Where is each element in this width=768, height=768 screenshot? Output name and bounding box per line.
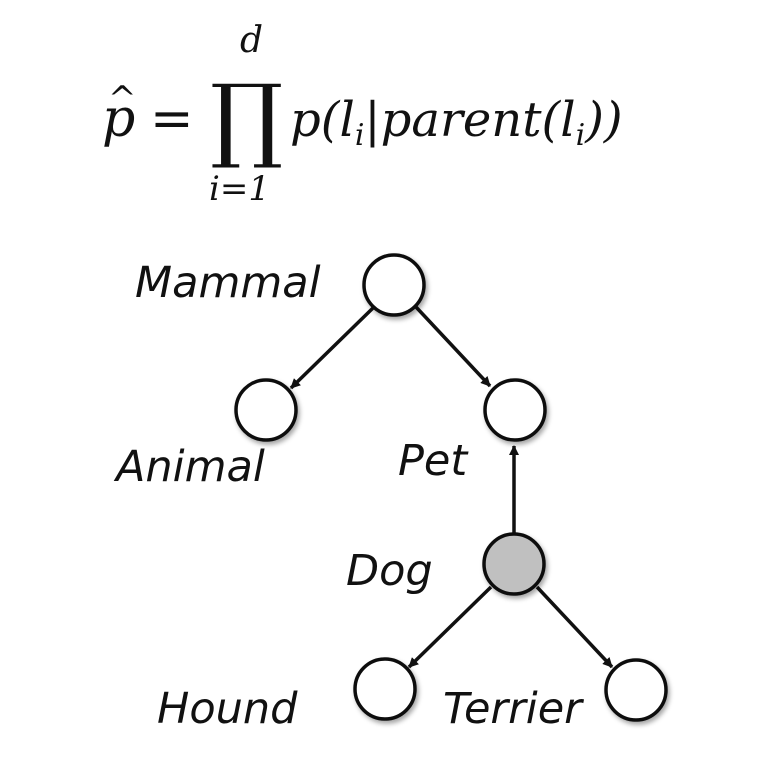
formula-lhs: p [102, 89, 135, 149]
formula-body-sub1: i [355, 118, 365, 153]
label-terrier: Terrier [443, 684, 584, 734]
tree-nodes [234, 253, 668, 722]
formula-body: p(li|parent(li)) [290, 92, 623, 153]
formula-body-suffix: )) [584, 92, 622, 148]
formula-body-mid: |parent(l [364, 92, 575, 148]
product-upper-limit: d [240, 20, 263, 61]
node-dog [482, 532, 546, 596]
product-lower-limit: i=1 [209, 169, 270, 209]
tree-labels: Mammal Animal Pet Dog Hound Terrier [113, 258, 584, 734]
label-mammal: Mammal [135, 258, 321, 308]
label-dog: Dog [346, 546, 433, 596]
label-pet: Pet [398, 436, 469, 486]
edge-dog-terrier [535, 585, 614, 669]
tree-edges [289, 305, 614, 669]
node-terrier [604, 658, 668, 722]
node-pet [483, 378, 547, 442]
node-animal [234, 378, 298, 442]
node-mammal [362, 253, 426, 317]
edge-dog-hound [407, 585, 493, 669]
node-hound [353, 657, 417, 721]
label-animal: Animal [113, 442, 265, 492]
probability-formula: p ^ = ∏ d i=1 p(li|parent(li)) [102, 20, 623, 209]
product-symbol: ∏ [210, 65, 283, 172]
formula-hat: ^ [108, 79, 137, 119]
edge-mammal-animal [289, 306, 375, 390]
formula-body-prefix: p(l [290, 92, 355, 148]
label-hound: Hound [157, 684, 298, 734]
formula-equals: = [150, 89, 194, 149]
formula-body-sub2: i [576, 118, 586, 153]
edge-mammal-pet [414, 305, 492, 388]
